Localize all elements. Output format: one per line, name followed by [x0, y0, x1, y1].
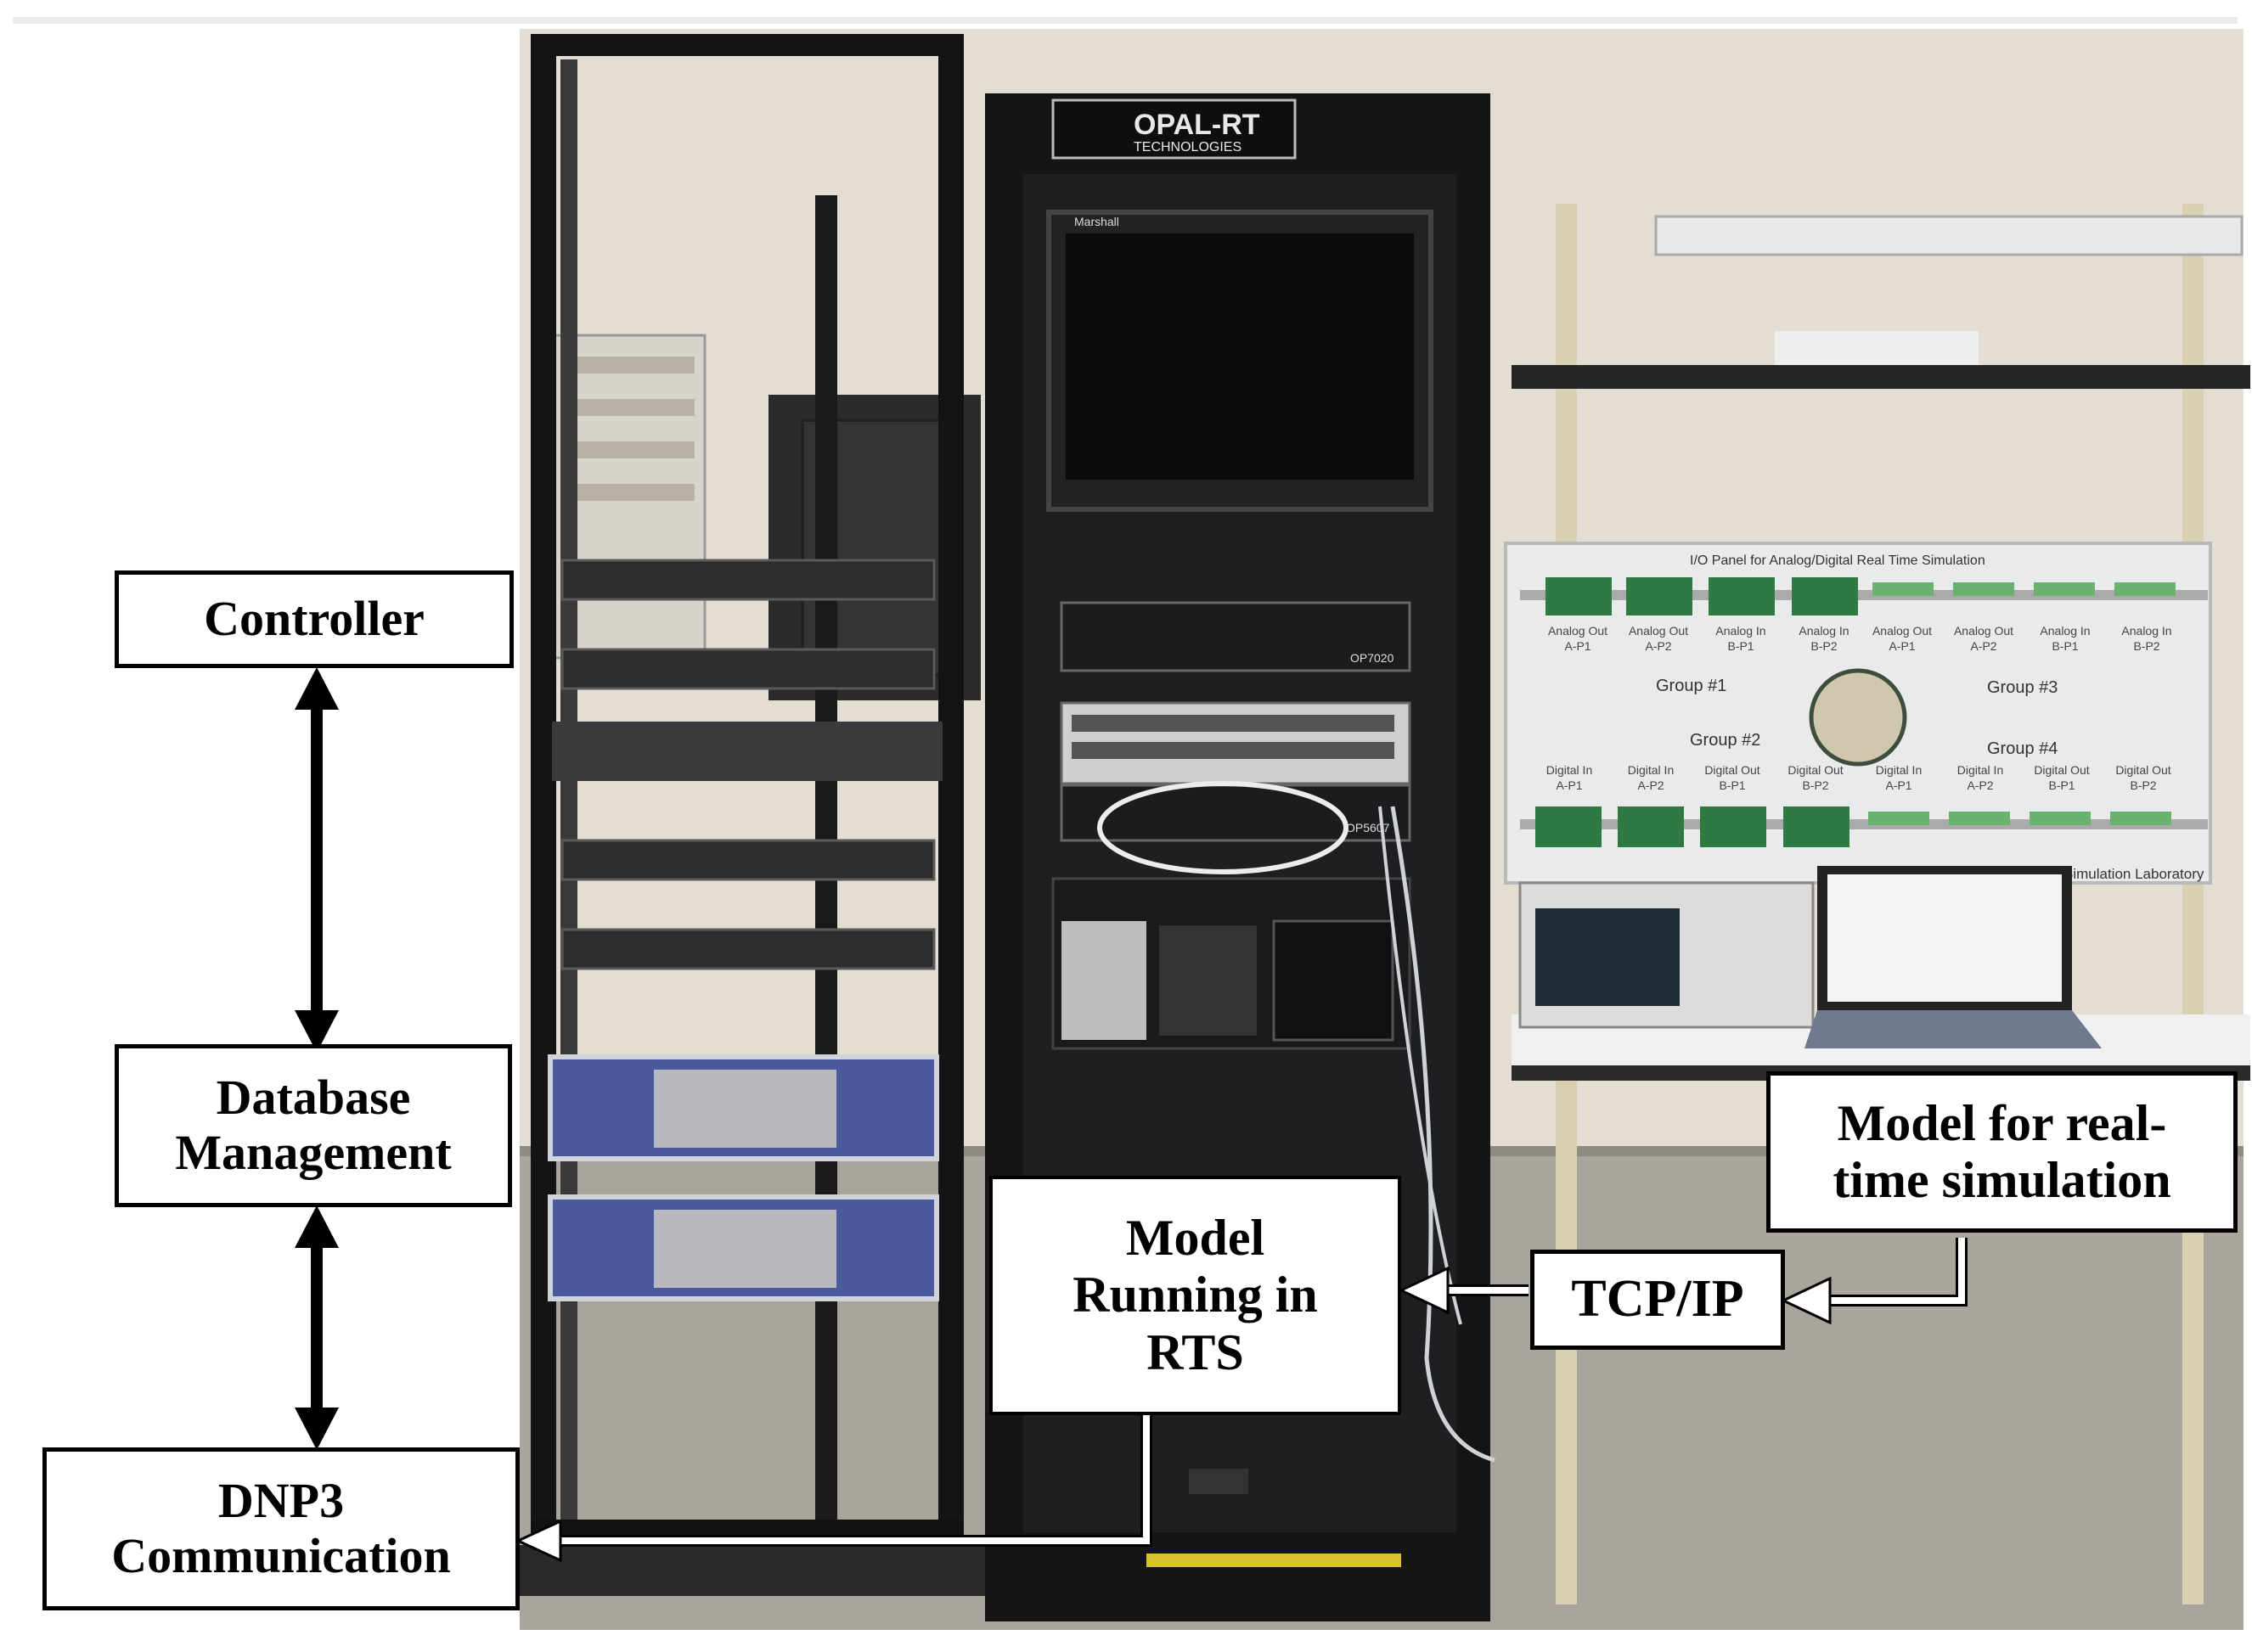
model-running-line1: Model — [1125, 1210, 1265, 1267]
database-label-line2: Management — [175, 1125, 452, 1180]
opal-brand-text: OPAL-RT — [1134, 109, 1260, 141]
panel-bottom-caption: Digital In — [1957, 763, 2003, 777]
panel-bottom-caption: B-P2 — [1802, 778, 1828, 792]
panel-top-caption: B-P1 — [1727, 639, 1754, 653]
dnp3-communication-label: DNP3 Communication — [42, 1447, 520, 1610]
panel-bottom-caption: Digital Out — [2115, 763, 2170, 777]
panel-top-caption: Analog Out — [1629, 624, 1688, 638]
database-label-line1: Database — [216, 1070, 411, 1126]
panel-top-caption: A-P2 — [1645, 639, 1671, 653]
university-seal — [1809, 668, 1907, 767]
open-server-rack — [520, 34, 995, 1596]
unit-model-1-text: OP7020 — [1350, 651, 1394, 665]
panel-top-caption: A-P1 — [1564, 639, 1590, 653]
panel-top-caption: Analog In — [2040, 624, 2090, 638]
model-running-label: Model Running in RTS — [989, 1176, 1401, 1415]
panel-bottom-caption: A-P2 — [1967, 778, 1993, 792]
panel-top-caption: B-P2 — [2133, 639, 2159, 653]
group3-text: Group #3 — [1987, 678, 2058, 697]
controller-label-text: Controller — [204, 591, 425, 647]
group1-text: Group #1 — [1656, 677, 1726, 695]
model-realtime-line2: time simulation — [1833, 1152, 2171, 1208]
dnp3-label-line2: Communication — [111, 1528, 451, 1583]
panel-top-caption: A-P1 — [1889, 639, 1915, 653]
panel-bottom-caption: A-P1 — [1556, 778, 1582, 792]
panel-bottom-caption: B-P1 — [2048, 778, 2075, 792]
panel-bottom-caption: Digital Out — [2034, 763, 2089, 777]
panel-top-caption: Analog Out — [1548, 624, 1607, 638]
lab-bench: I/O Panel for Analog/Digital Real Time S… — [1504, 204, 2250, 1604]
panel-top-caption: Analog In — [2121, 624, 2171, 638]
panel-bottom-caption: B-P2 — [2130, 778, 2156, 792]
group4-text: Group #4 — [1987, 739, 2058, 758]
tcpip-label: TCP/IP — [1530, 1250, 1785, 1350]
panel-bottom-caption: Digital In — [1628, 763, 1674, 777]
panel-top-caption: A-P2 — [1970, 639, 1996, 653]
model-realtime-simulation-label: Model for real- time simulation — [1766, 1071, 2238, 1233]
panel-top-caption: B-P1 — [2052, 639, 2078, 653]
group2-text: Group #2 — [1690, 731, 1760, 750]
dnp3-label-line1: DNP3 — [217, 1473, 345, 1529]
unit-model-2-text: OP5607 — [1346, 821, 1390, 834]
panel-bottom-caption: Digital In — [1876, 763, 1922, 777]
model-realtime-line1: Model for real- — [1837, 1094, 2167, 1151]
opal-sub-text: TECHNOLOGIES — [1134, 140, 1241, 155]
monitor-brand-text: Marshall — [1074, 215, 1119, 228]
connector-arrows — [295, 667, 1968, 1563]
panel-top-caption: Analog Out — [1954, 624, 2013, 638]
panel-bottom-caption: A-P2 — [1637, 778, 1664, 792]
panel-footer-text: Simulation Laboratory — [2063, 866, 2204, 882]
model-running-line3: RTS — [1146, 1323, 1244, 1380]
controller-label: Controller — [115, 570, 514, 668]
panel-top-caption: Analog In — [1715, 624, 1765, 638]
panel-title-text: I/O Panel for Analog/Digital Real Time S… — [1690, 553, 1985, 568]
panel-top-caption: Analog In — [1799, 624, 1849, 638]
model-running-line2: Running in — [1073, 1267, 1318, 1323]
panel-bottom-caption: Digital Out — [1704, 763, 1759, 777]
panel-bottom-caption: Digital In — [1546, 763, 1592, 777]
panel-top-caption: Analog Out — [1872, 624, 1932, 638]
panel-bottom-caption: B-P1 — [1719, 778, 1745, 792]
panel-bottom-caption: Digital Out — [1788, 763, 1843, 777]
panel-top-caption: B-P2 — [1810, 639, 1837, 653]
panel-bottom-caption: A-P1 — [1885, 778, 1911, 792]
tcpip-label-text: TCP/IP — [1571, 1270, 1744, 1329]
database-management-label: Database Management — [115, 1044, 512, 1207]
